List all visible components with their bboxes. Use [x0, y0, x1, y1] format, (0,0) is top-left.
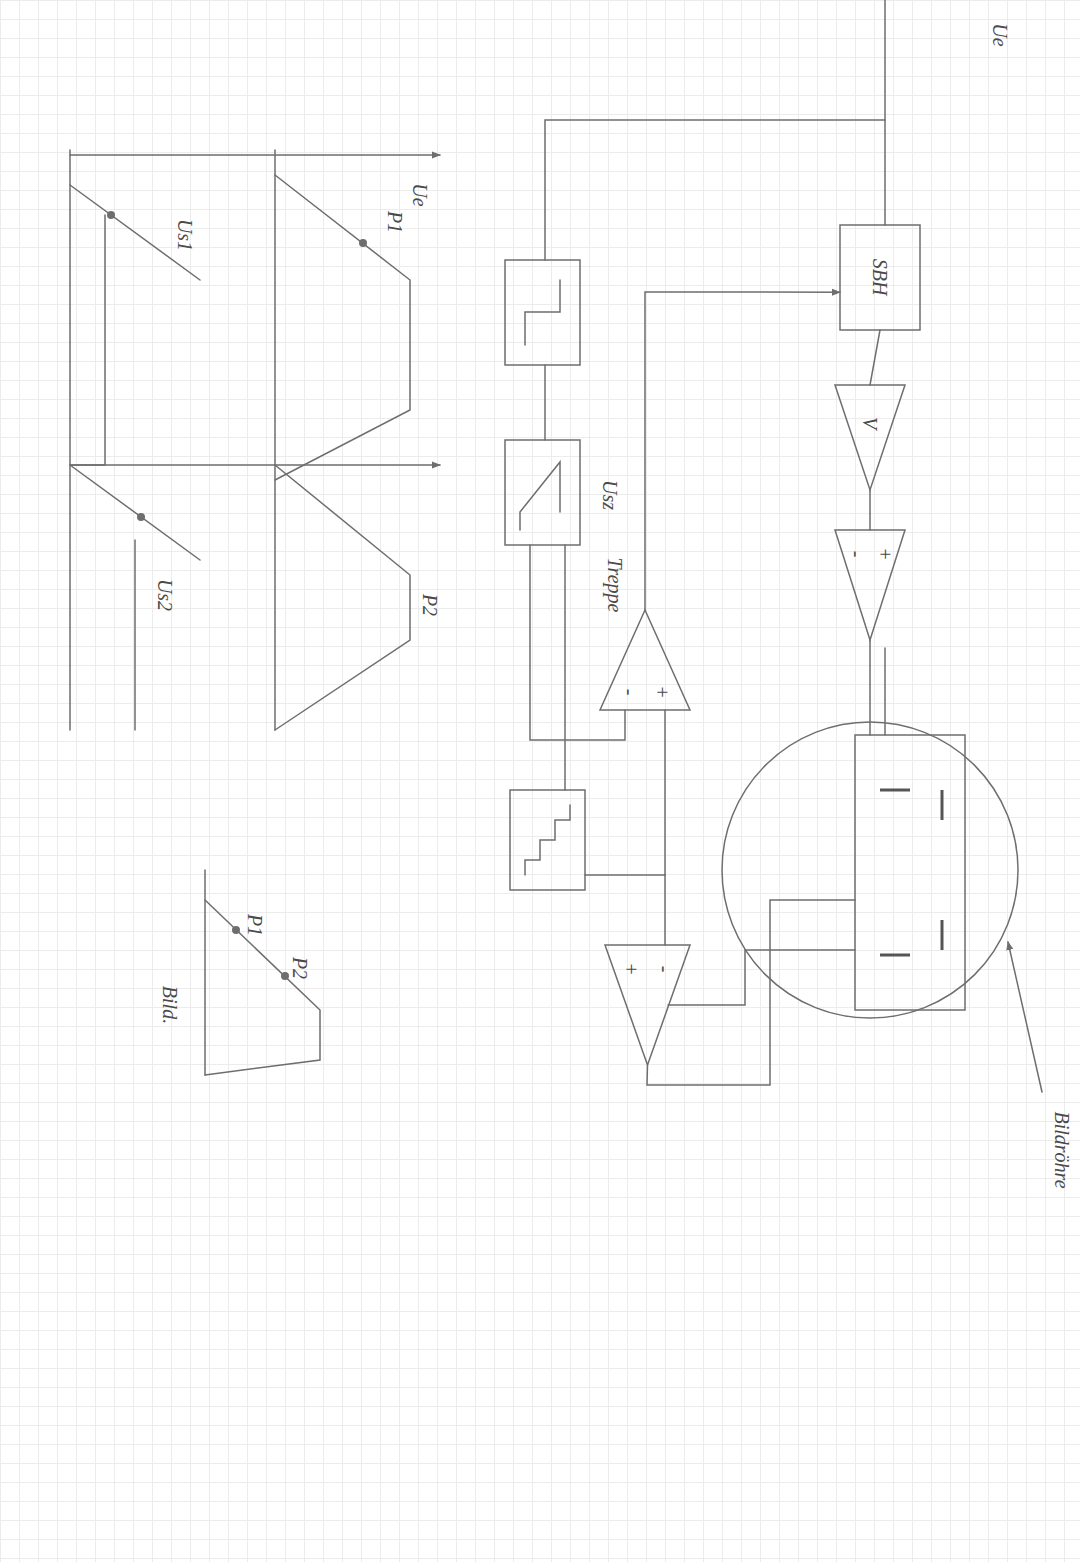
tube-screen: [722, 722, 1018, 1018]
triangle-outline: [835, 530, 905, 640]
graph-title: Bild.: [160, 986, 180, 1024]
deflection-plate: [941, 920, 944, 950]
point-marker: [359, 239, 367, 247]
wire: [664, 710, 666, 875]
node-outline: [605, 945, 690, 1065]
node-text: Bildröhre: [1052, 1111, 1072, 1188]
comparator-triangle: -+: [600, 610, 690, 710]
threshold-ramp: [70, 185, 200, 280]
wire: [668, 950, 855, 1005]
deflection-plate: [941, 790, 944, 820]
wire: [884, 648, 886, 735]
amplifier-triangle: -+: [835, 530, 905, 640]
sawtooth-symbol: [520, 462, 560, 530]
triangle-outline: [835, 385, 905, 490]
node-text: -: [620, 689, 640, 696]
point-label: P2: [290, 957, 310, 979]
signal-wire: [869, 490, 871, 530]
node-outline: [835, 530, 905, 640]
trigger-box: [505, 260, 580, 365]
node-outline: [600, 610, 690, 710]
signal-name: Us1: [175, 219, 195, 251]
amplifier-triangle: +-: [605, 945, 690, 1065]
triangle-outline: [600, 610, 690, 710]
picture-trapezoid: [205, 900, 320, 1075]
node-text: -: [655, 966, 675, 973]
wire: [544, 365, 546, 440]
signal-wire: [870, 330, 880, 385]
point-marker: [107, 211, 115, 219]
axis-label: Ue: [410, 183, 430, 206]
signal-wire: [647, 900, 855, 1085]
signal-name: Us2: [155, 579, 175, 611]
leader-arrow: [1008, 942, 1042, 1092]
deflection-plate: [880, 789, 910, 792]
step-symbol: [525, 280, 560, 345]
tube-housing: [855, 735, 965, 1010]
signal-name: Usz: [600, 480, 620, 510]
point-marker: [137, 513, 145, 521]
picture-tube: Bildröhre: [720, 720, 1020, 1020]
wire: [664, 875, 666, 945]
point-label: P1: [245, 914, 265, 936]
triangle-outline: [605, 945, 690, 1065]
signal-wire: [645, 292, 840, 610]
value-axis: [70, 154, 440, 156]
input-wire: [884, 0, 886, 225]
gate-level: [134, 540, 136, 730]
node-text: +: [875, 547, 895, 561]
staircase-symbol: [525, 805, 570, 875]
signal-name: Treppe: [605, 558, 625, 613]
deflection-plate: [880, 954, 910, 957]
node-text: +: [621, 962, 641, 976]
node-text: -: [847, 551, 867, 558]
wire: [564, 545, 566, 790]
point-label: P1: [385, 211, 405, 233]
wire: [585, 874, 665, 876]
node-text: SBH: [870, 259, 890, 296]
staircase-box: [510, 790, 585, 890]
box-outline: [840, 225, 920, 330]
gate-level: [70, 215, 105, 465]
signal-name: Ue: [990, 23, 1010, 46]
node-outline: [720, 720, 1020, 1020]
point-marker: [232, 926, 240, 934]
pulse-trapezoid: [275, 175, 410, 480]
value-axis: [70, 464, 440, 466]
point-label: P2: [420, 594, 440, 616]
point-marker: [281, 972, 289, 980]
node-text: +: [652, 685, 672, 699]
signal-wire: [869, 640, 871, 735]
amplifier-triangle: V: [835, 385, 905, 490]
sawtooth-box: [505, 440, 580, 545]
time-axis: [274, 150, 276, 730]
sample-hold-box: SBH: [840, 225, 920, 330]
node-outline: [835, 385, 905, 490]
branch-wire: [545, 120, 885, 260]
node-text: V: [860, 417, 880, 429]
time-axis: [69, 150, 71, 730]
pulse-trapezoid: [275, 465, 410, 730]
